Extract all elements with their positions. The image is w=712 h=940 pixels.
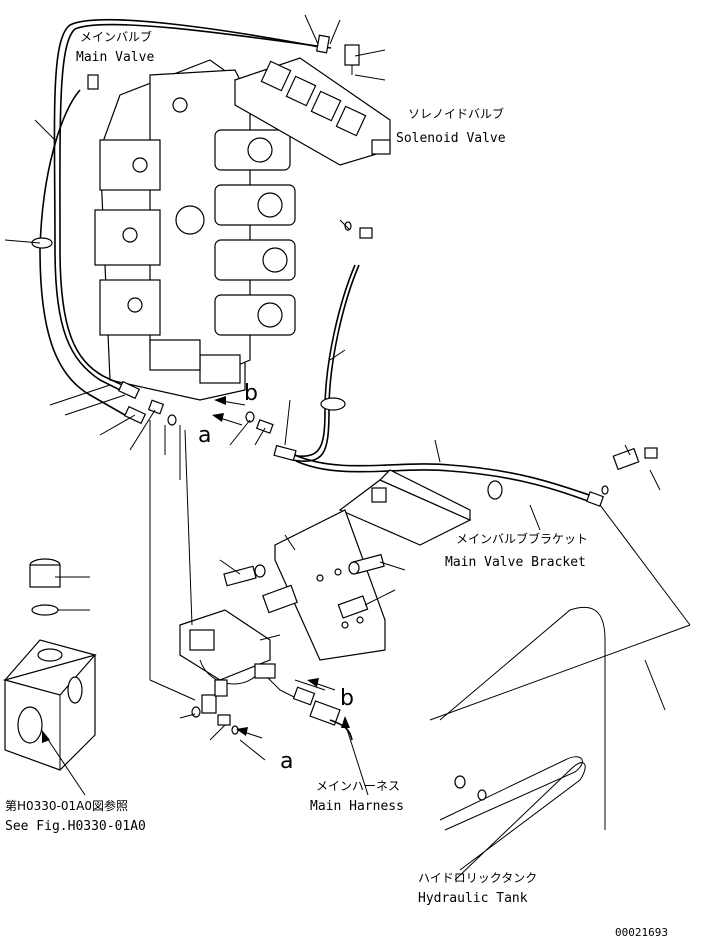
label-main-valve: メインバルブ Main Valve	[76, 29, 154, 65]
fittings	[147, 221, 658, 495]
reference-mark-a-upper: a	[198, 423, 211, 448]
main-harness-label-en: Main Harness	[310, 799, 404, 814]
hydraulic-tank-label-jp: ハイドロリックタンク	[418, 871, 537, 885]
reference-mark-b-upper: b	[244, 381, 258, 406]
main-valve-bracket-label-jp: メインバルブブラケット	[456, 531, 588, 546]
reference-mark-b-lower: b	[340, 686, 354, 711]
see-fig-label-en: See Fig.H0330-01A0	[5, 819, 146, 834]
main-valve-assembly	[94, 59, 296, 401]
reference-mark-a-lower: a	[280, 749, 293, 774]
label-hydraulic-tank: ハイドロリックタンク Hydraulic Tank	[418, 871, 537, 906]
solenoid-valve-label-jp: ソレノイドバルブ	[408, 106, 504, 121]
hydraulic-tank	[439, 606, 606, 881]
main-valve-label-jp: メインバルブ	[80, 29, 152, 44]
label-solenoid-valve: ソレノイドバルブ Solenoid Valve	[396, 106, 506, 146]
see-fig-label-jp: 第H0330-01A0図参照	[5, 798, 128, 813]
drawing-number: 00021693	[615, 926, 668, 939]
pointer-arrows	[42, 396, 369, 796]
solenoid-block-assembly	[179, 609, 353, 741]
main-harness-label-jp: メインハーネス	[316, 779, 400, 793]
label-main-valve-bracket: メインバルブブラケット Main Valve Bracket	[445, 531, 588, 570]
main-valve-label-en: Main Valve	[76, 50, 154, 65]
label-main-harness: メインハーネス Main Harness	[310, 779, 404, 814]
main-valve-bracket	[223, 469, 472, 661]
main-valve-bracket-label-en: Main Valve Bracket	[445, 555, 586, 570]
solenoid-valve-label-en: Solenoid Valve	[396, 131, 506, 146]
label-see-figure: 第H0330-01A0図参照 See Fig.H0330-01A0	[5, 798, 146, 834]
hydraulic-tank-label-en: Hydraulic Tank	[418, 891, 528, 906]
hoses	[31, 18, 605, 507]
leader-lines	[4, 14, 691, 761]
solenoid-valve-assembly	[234, 44, 391, 166]
mounting-block	[2, 558, 97, 771]
